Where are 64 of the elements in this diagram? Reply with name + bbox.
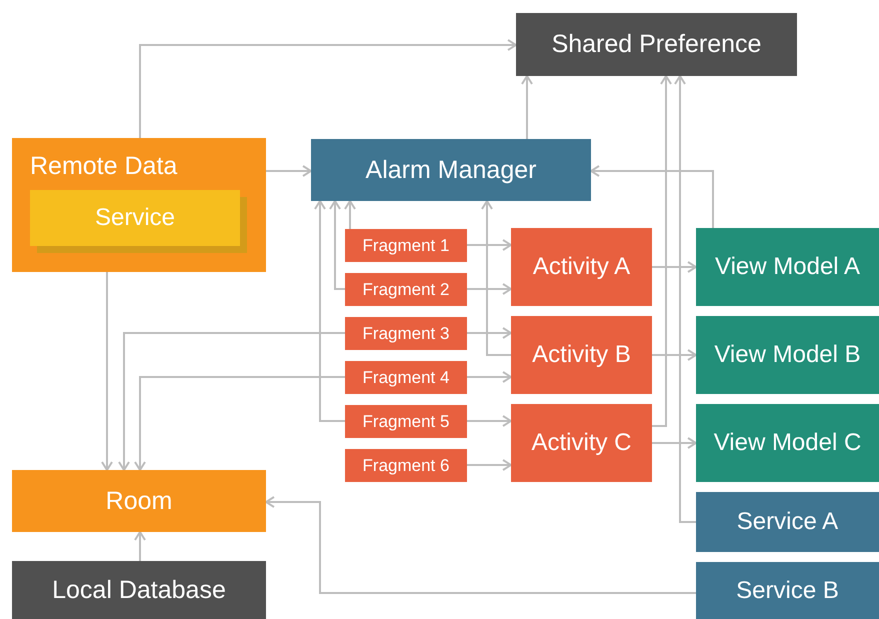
box-label: Fragment 5 bbox=[362, 412, 450, 432]
process-box bbox=[511, 404, 652, 482]
arrow bbox=[467, 327, 512, 339]
box-label: Fragment 2 bbox=[362, 280, 450, 300]
arrow bbox=[139, 39, 517, 138]
process-box bbox=[511, 316, 652, 394]
arrow bbox=[266, 165, 312, 177]
arrow bbox=[652, 437, 697, 449]
box-label: Fragment 1 bbox=[362, 236, 450, 256]
box-label: Activity A bbox=[532, 253, 630, 281]
process-box bbox=[696, 404, 879, 482]
inner-box bbox=[30, 190, 240, 246]
process-box bbox=[345, 405, 467, 438]
box-label: Activity C bbox=[531, 429, 632, 457]
arrow bbox=[134, 376, 345, 471]
box-label: Fragment 6 bbox=[362, 456, 450, 476]
arrow bbox=[674, 75, 696, 523]
box-label: Service A bbox=[736, 508, 838, 536]
box-label: View Model C bbox=[714, 429, 862, 457]
process-box bbox=[345, 361, 467, 394]
arrow bbox=[590, 165, 714, 228]
box-label: Alarm Manager bbox=[366, 156, 536, 184]
process-box bbox=[516, 13, 797, 76]
process-box bbox=[511, 228, 652, 306]
process-box bbox=[12, 138, 266, 272]
box-label: Local Database bbox=[52, 576, 226, 604]
box-label: Service bbox=[94, 204, 176, 232]
process-box bbox=[345, 449, 467, 482]
arrow bbox=[329, 200, 345, 290]
process-box bbox=[696, 562, 879, 619]
arrow bbox=[467, 283, 512, 295]
box-label: Service B bbox=[736, 576, 839, 604]
box-label: Shared Preference bbox=[552, 30, 762, 59]
box-label: Fragment 4 bbox=[362, 368, 450, 388]
process-box bbox=[345, 317, 467, 350]
box-label: Activity B bbox=[532, 341, 631, 369]
process-box bbox=[345, 273, 467, 306]
arrow bbox=[467, 371, 512, 383]
arrow bbox=[652, 75, 672, 427]
box-label: View Model A bbox=[715, 253, 860, 281]
arrow bbox=[101, 272, 113, 471]
arrow bbox=[467, 239, 512, 251]
process-box bbox=[696, 492, 879, 552]
process-box bbox=[696, 228, 879, 306]
box-label: View Model B bbox=[714, 341, 861, 369]
arrow bbox=[118, 332, 345, 471]
process-box bbox=[311, 139, 591, 201]
box-label: Fragment 3 bbox=[362, 324, 450, 344]
arrow bbox=[344, 200, 356, 229]
process-box bbox=[696, 316, 879, 394]
arrow bbox=[481, 200, 511, 356]
box-label: Room bbox=[106, 486, 172, 516]
process-box bbox=[12, 470, 266, 532]
process-box bbox=[12, 561, 266, 619]
arrow bbox=[467, 459, 512, 471]
arrow bbox=[134, 531, 146, 561]
arrow bbox=[652, 261, 697, 273]
arrow bbox=[265, 496, 696, 594]
arrow bbox=[314, 200, 345, 422]
arrow bbox=[652, 349, 697, 361]
arrow bbox=[467, 415, 512, 427]
arrow bbox=[521, 75, 533, 139]
process-box bbox=[345, 229, 467, 262]
box-label: Remote Data bbox=[30, 152, 178, 181]
